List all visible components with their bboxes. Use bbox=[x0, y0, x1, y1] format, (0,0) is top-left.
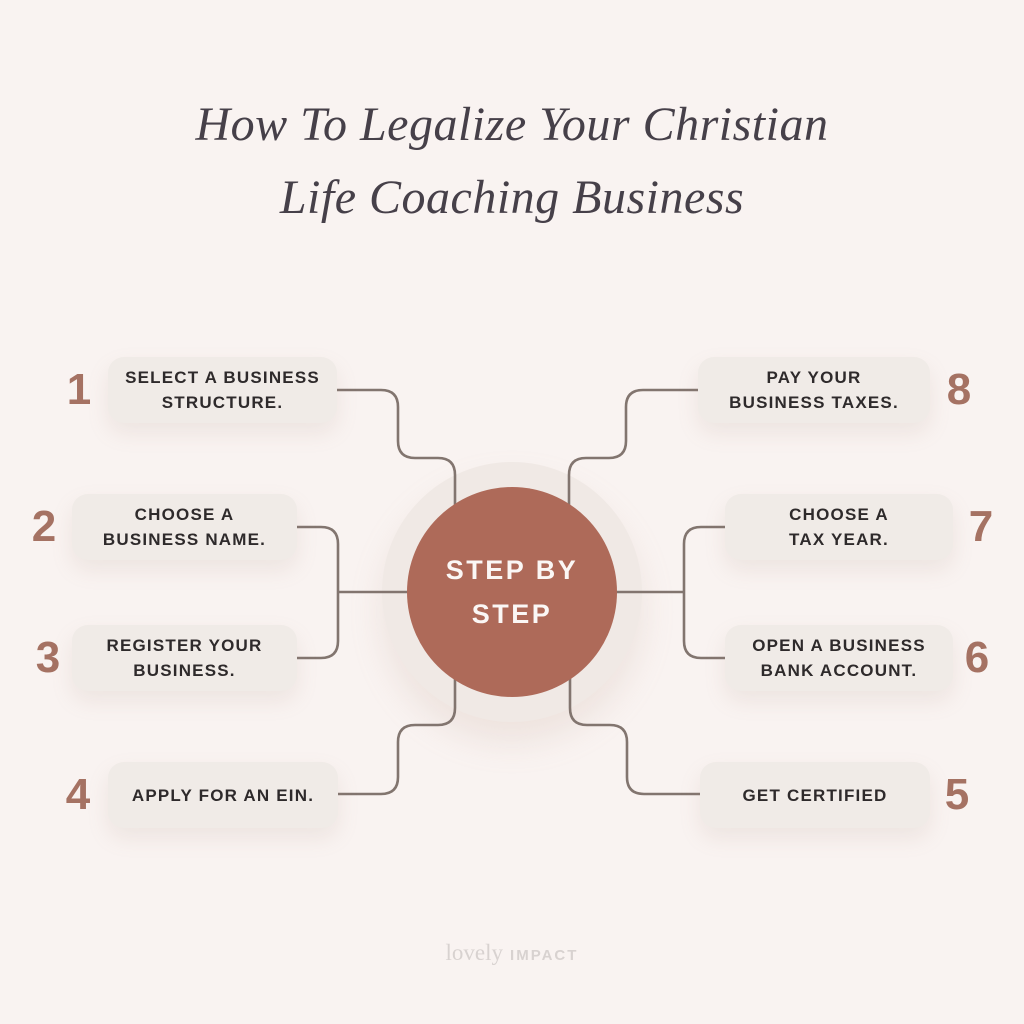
step-8-label-box: PAY YOUR BUSINESS TAXES. bbox=[698, 357, 930, 423]
step-2-number: 2 bbox=[31, 502, 57, 551]
page-title: How To Legalize Your Christian Life Coac… bbox=[0, 88, 1024, 234]
step-8-label-line-1: PAY YOUR bbox=[766, 368, 862, 387]
step-6-label-line-2: BANK ACCOUNT. bbox=[760, 661, 918, 680]
step-6-label-line-1: OPEN A BUSINESS bbox=[752, 636, 926, 655]
step-2-label-line-1: CHOOSE A bbox=[134, 505, 235, 524]
step-7-label-line-1: CHOOSE A bbox=[789, 505, 889, 524]
step-5-label-line-1: GET CERTIFIED bbox=[742, 785, 888, 805]
step-6-label-box: OPEN A BUSINESS BANK ACCOUNT. bbox=[725, 625, 953, 691]
title-line-1: How To Legalize Your Christian bbox=[195, 98, 829, 151]
step-3-label-line-2: BUSINESS. bbox=[133, 661, 236, 680]
step-4-label-box: APPLY FOR AN EIN. bbox=[108, 762, 338, 828]
step-5-label-box: GET CERTIFIED bbox=[700, 762, 930, 828]
center-label-line-2: STEP bbox=[471, 599, 553, 629]
step-4-number: 4 bbox=[65, 770, 91, 819]
step-7-label-line-2: TAX YEAR. bbox=[789, 530, 889, 549]
connector-bottom-right bbox=[568, 668, 700, 796]
center-label-line-1: STEP BY bbox=[445, 555, 579, 585]
step-7-label-box: CHOOSE A TAX YEAR. bbox=[725, 494, 953, 560]
connector-top-right bbox=[567, 388, 698, 516]
step-1-label-box: SELECT A BUSINESS STRUCTURE. bbox=[108, 357, 337, 423]
step-4-label-line-1: APPLY FOR AN EIN. bbox=[131, 785, 315, 805]
step-8-number: 8 bbox=[946, 365, 972, 414]
step-3-label-line-1: REGISTER YOUR bbox=[106, 636, 263, 655]
step-1-number: 1 bbox=[66, 365, 92, 414]
step-5-number: 5 bbox=[944, 770, 970, 819]
brand-wordmark-impact: IMPACT bbox=[510, 947, 579, 964]
step-8-label-line-2: BUSINESS TAXES. bbox=[729, 393, 899, 412]
connector-bottom-left bbox=[338, 668, 457, 796]
connector-left-bracket bbox=[297, 525, 340, 660]
step-3-number: 3 bbox=[35, 633, 61, 682]
step-1-label-line-2: STRUCTURE. bbox=[161, 393, 284, 412]
brand-wordmark-lovely: lovely bbox=[445, 940, 504, 965]
step-2-label-line-2: BUSINESS NAME. bbox=[102, 530, 267, 549]
step-7-number: 7 bbox=[968, 502, 994, 551]
connector-top-left bbox=[337, 388, 457, 516]
connector-right-bracket bbox=[682, 525, 725, 660]
step-2-label-box: CHOOSE A BUSINESS NAME. bbox=[72, 494, 297, 560]
center-step-circle: STEP BY STEP bbox=[407, 487, 617, 697]
title-line-2: Life Coaching Business bbox=[279, 171, 745, 224]
step-1-label-line-1: SELECT A BUSINESS bbox=[125, 368, 320, 387]
step-6-number: 6 bbox=[964, 633, 990, 682]
step-3-label-box: REGISTER YOUR BUSINESS. bbox=[72, 625, 297, 691]
brand-footer: lovely IMPACT bbox=[0, 940, 1024, 966]
